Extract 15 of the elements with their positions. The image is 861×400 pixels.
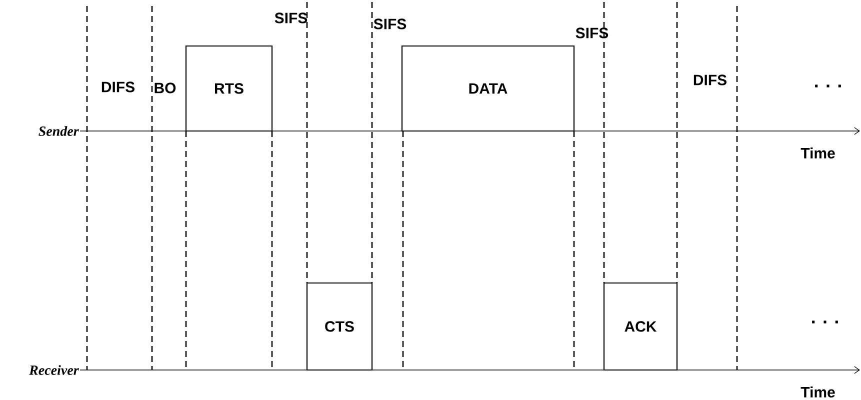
interval-label: Time	[800, 148, 835, 158]
interval-label: SIFS	[374, 18, 406, 30]
ellipsis: . . .	[812, 320, 838, 324]
axis-label: Sender	[38, 126, 79, 136]
interval-label: SIFS	[576, 28, 608, 38]
interval-label: DIFS	[102, 82, 134, 92]
interval-label: Time	[800, 386, 835, 398]
frame-box: DATA	[401, 45, 575, 132]
axis-label: Receiver	[29, 365, 79, 375]
interval-label: DIFS	[694, 74, 726, 86]
frame-box: ACK	[603, 282, 678, 371]
ellipsis: . . .	[815, 84, 841, 88]
frame-box: RTS	[185, 45, 273, 132]
frame-box: CTS	[306, 282, 373, 371]
interval-label: SIFS	[274, 12, 308, 24]
